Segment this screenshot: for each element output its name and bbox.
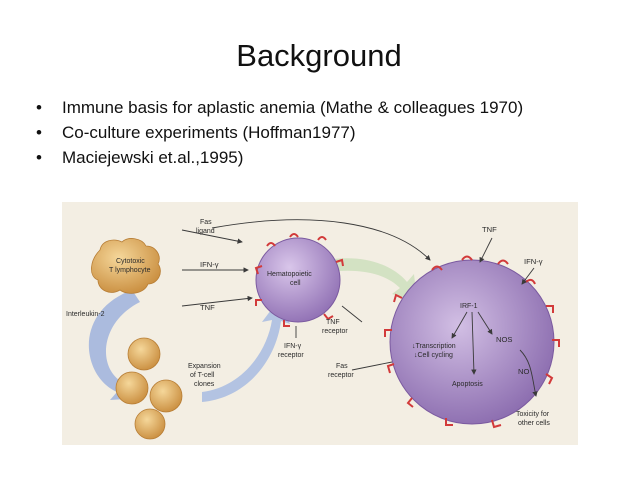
cell-cycling-label: ↓Cell cycling [414,352,453,359]
apoptosis-label: Apoptosis [452,381,483,388]
ctl-label-1: Cytotoxic [116,258,145,265]
ctl-label-2: T lymphocyte [109,267,151,274]
toxicity-label-2: other cells [518,420,550,427]
hematopoietic-cell-icon [254,233,344,327]
ifn-receptor-label-1: IFN-γ [284,343,302,350]
expansion-label-3: clones [194,381,215,388]
bullet-text: Maciejewski et.al.,1995) [62,148,244,167]
bullet-item: • Immune basis for aplastic anemia (Mathe… [30,95,523,120]
tnf-receptor-label-2: receptor [322,328,348,335]
target-cell-icon [384,255,560,429]
ifn-receptor-label-2: receptor [278,352,304,359]
fas-ligand-label-2: ligand [196,228,215,235]
no-label: NO [518,367,529,376]
expansion-label-1: Expansion [188,363,221,370]
bullet-list: • Immune basis for aplastic anemia (Mathe… [30,95,523,170]
ifn-left-label: IFN-γ [200,260,219,269]
interleukin-label: Interleukin-2 [66,311,105,318]
connector-lines [181,219,538,397]
bullet-text: Co-culture experiments (Hoffman1977) [62,123,356,142]
tnf-left-label: TNF [200,303,215,312]
tnf-receptor-label-1: TNF [326,319,340,326]
t-cell-clone-icon [115,337,183,440]
nos-label: NOS [496,335,512,344]
tnf-right-label: TNF [482,225,497,234]
cytotoxic-t-lymphocyte-icon [91,238,161,294]
bullet-item: • Maciejewski et.al.,1995) [30,145,523,170]
fas-ligand-label-1: Fas [200,219,212,226]
fas-receptor-label-2: receptor [328,372,354,379]
irf1-label: IRF-1 [460,303,478,310]
bullet-text: Immune basis for aplastic anemia (Mathe … [62,98,524,117]
figure-canvas: Cytotoxic T lymphocyte Hematopoietic cel… [66,219,560,440]
hema-label-1: Hematopoietic [267,271,312,278]
immune-mechanism-figure: Cytotoxic T lymphocyte Hematopoietic cel… [62,202,578,445]
expansion-loop-arrow [88,290,142,400]
bullet-glyph: • [36,123,42,142]
signal-arrow-green [327,258,417,302]
transcription-label: ↓Transcription [412,343,456,350]
bullet-glyph: • [36,98,42,117]
ifn-right-label: IFN-γ [524,257,543,266]
toxicity-label-1: Toxicity for [516,411,550,418]
expansion-label-2: of T-cell [190,372,215,379]
slide-title: Background [236,38,402,73]
bullet-glyph: • [36,148,42,167]
fas-receptor-label-1: Fas [336,363,348,370]
hema-label-2: cell [290,280,301,287]
bullet-item: • Co-culture experiments (Hoffman1977) [30,120,523,145]
